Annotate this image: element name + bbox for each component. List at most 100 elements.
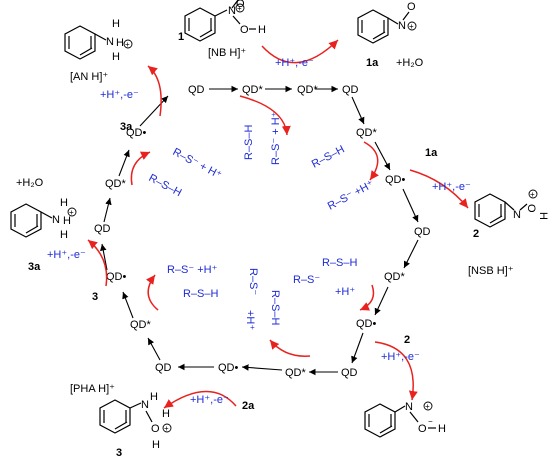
svg-text:N: N xyxy=(405,401,413,413)
nitrosobenzene-structure: N + O xyxy=(357,1,417,44)
qd-node: QD xyxy=(155,362,172,374)
compound-1-number: 1 xyxy=(178,31,184,43)
svg-text:+: + xyxy=(69,208,74,217)
svg-text:H: H xyxy=(112,18,120,30)
compound-2-number: 2 xyxy=(473,228,479,240)
qd-node: QD xyxy=(341,367,358,379)
compound-1a-number: 1a xyxy=(366,57,379,69)
svg-text:+: + xyxy=(409,22,414,31)
nitrosobenzene-protonated-structure: N O H + xyxy=(474,189,549,228)
svg-text:O: O xyxy=(151,423,160,435)
rs-h-label: R–S⁻ +H⁺ xyxy=(167,264,218,276)
red-curved-arrow xyxy=(87,239,108,287)
svg-text:+: + xyxy=(425,402,430,411)
svg-text:H: H xyxy=(258,24,266,36)
rs-label: R–S⁻ xyxy=(247,268,259,295)
rs-h-label: R–S⁻ + H⁺ xyxy=(171,146,224,182)
svg-text:H: H xyxy=(112,51,120,63)
rs-label: R–S⁻ xyxy=(293,274,320,286)
water-label: +H₂O xyxy=(396,57,424,69)
qd-node: QD xyxy=(342,84,359,96)
red-curved-arrow xyxy=(363,141,379,181)
svg-text:N: N xyxy=(398,20,406,32)
compound-pha-name: [PHA H]⁺ xyxy=(70,383,115,395)
rs-h-label: R–S⁻ + H⁺ xyxy=(270,111,282,165)
hydroxylamine-structure: N + O − H xyxy=(364,401,446,438)
rsh-label: R–S–H xyxy=(310,143,347,170)
qd-dot-node: QD• xyxy=(218,362,239,374)
qd-star-node: QD* xyxy=(297,84,319,96)
red-curved-arrow xyxy=(269,339,311,357)
red-curved-arrow xyxy=(261,39,339,64)
compound-2-name: [NSB H]⁺ xyxy=(468,265,514,277)
rs-h-label: R–S⁻ +H⁺ xyxy=(326,178,376,212)
svg-text:O: O xyxy=(525,204,537,213)
qd-dot-node: QD• xyxy=(106,271,127,283)
qd-node: QD xyxy=(414,226,431,238)
svg-text:O: O xyxy=(240,24,249,36)
svg-text:N: N xyxy=(141,399,149,411)
svg-text:H: H xyxy=(537,212,549,220)
svg-text:H: H xyxy=(162,408,170,420)
red-curved-arrow xyxy=(130,151,151,186)
svg-text:+: + xyxy=(530,190,535,199)
red-curved-arrow xyxy=(374,341,418,401)
anilinium-structure: N H H H + xyxy=(10,197,77,241)
red-curved-arrow xyxy=(359,284,375,311)
svg-text:+: + xyxy=(125,40,130,49)
anilinium-structure: N H H H + xyxy=(64,18,133,63)
svg-text:H: H xyxy=(438,423,446,435)
compound-3-left-number: 3 xyxy=(92,291,98,303)
compound-1a-right-number: 1a xyxy=(425,147,438,159)
rsh-label: R–S–H xyxy=(243,124,255,160)
compound-2a-number: 2a xyxy=(242,400,255,412)
svg-text:+: + xyxy=(237,4,242,13)
rsh-label: R–S–H xyxy=(147,172,184,199)
svg-text:N: N xyxy=(52,214,60,226)
svg-text:H: H xyxy=(63,215,71,227)
svg-text:O: O xyxy=(236,0,245,10)
qd-dot-node: QD• xyxy=(385,174,406,186)
svg-text:H: H xyxy=(152,439,160,451)
svg-text:H: H xyxy=(150,391,158,403)
red-curved-arrow xyxy=(147,65,162,117)
svg-text:O: O xyxy=(418,423,427,435)
nitrobenzene-structure: N + O H O xyxy=(184,0,266,42)
hplus-electron-label: +H⁺,-e⁻ xyxy=(100,89,139,101)
qd-star-node: QD* xyxy=(356,127,378,139)
hplus-electron-label: +H⁺,-e⁻ xyxy=(432,181,471,193)
red-curved-arrow xyxy=(409,169,469,209)
svg-text:N: N xyxy=(513,209,521,221)
svg-text:H: H xyxy=(116,37,124,49)
compound-2-lower-number: 2 xyxy=(404,334,410,346)
hplus-label: +H⁺ xyxy=(335,286,355,298)
qd-star-node: QD* xyxy=(384,271,406,283)
qd-star-node: QD* xyxy=(285,367,307,379)
phenylhydroxylammonium-structure: N H O + H H xyxy=(99,391,172,451)
water-label: +H₂O xyxy=(16,177,44,189)
qd-star-node: QD* xyxy=(105,178,127,190)
compound-3a-left-number: 3a xyxy=(28,261,41,273)
svg-text:O: O xyxy=(407,1,416,13)
qd-node: QD xyxy=(94,223,111,235)
hplus-electron-label: +H⁺,-e⁻ xyxy=(381,351,420,363)
svg-text:H: H xyxy=(60,197,68,209)
qd-star-node: QD* xyxy=(130,319,152,331)
hplus-electron-label: +H⁺,-e⁻ xyxy=(47,249,86,261)
hplus-electron-label: +H⁺,-e⁻ xyxy=(190,394,229,406)
qd-dot-node: QD• xyxy=(126,127,147,139)
qd-dot-node: QD• xyxy=(356,318,377,330)
red-curved-arrow xyxy=(239,95,291,136)
svg-text:−: − xyxy=(428,417,433,426)
svg-text:+: + xyxy=(164,424,169,433)
svg-text:N: N xyxy=(228,5,236,17)
rsh-label: R–S–H xyxy=(322,257,358,269)
red-curved-arrow xyxy=(163,390,237,409)
rsh-label: R–S–H xyxy=(183,288,219,300)
qd-star-node: QD* xyxy=(242,84,264,96)
hplus-label: +H⁺ xyxy=(244,310,256,330)
compound-an-name: [AN H]⁺ xyxy=(70,71,108,83)
compound-1-name: [NB H]⁺ xyxy=(208,47,246,59)
rsh-label: R–S–H xyxy=(269,290,281,326)
